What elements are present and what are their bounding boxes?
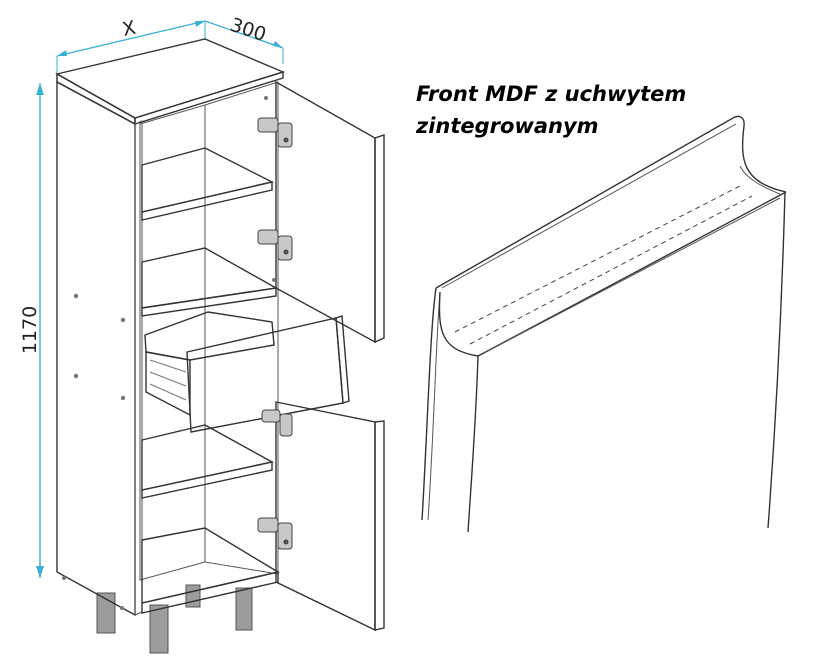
dimension-line-depth — [204, 20, 284, 49]
cabinet-top — [55, 38, 286, 119]
front-caption: Front MDF z uchwytem zintegrowanym — [416, 78, 806, 142]
dimension-label-depth: 300 — [227, 14, 268, 46]
upper-door — [264, 80, 385, 344]
hinge-icon — [257, 517, 293, 550]
cabinet-legs — [96, 584, 253, 654]
dimension-lines — [36, 20, 284, 578]
cabinet-left-side — [56, 80, 136, 617]
door-hinges — [257, 117, 293, 550]
dimension-line-width — [56, 20, 206, 57]
caption-line-2: zintegrowanym — [416, 114, 599, 138]
lower-door — [275, 401, 385, 632]
cabinet-back — [139, 104, 206, 581]
caption-line-1: Front MDF z uchwytem — [416, 82, 687, 106]
hinge-icon — [261, 409, 293, 437]
hinge-icon — [257, 229, 293, 261]
mdf-front-handle-detail — [421, 115, 787, 533]
dimension-label-width: X — [120, 17, 137, 41]
cabinet-drawer — [144, 311, 350, 433]
cabinet — [55, 38, 385, 654]
hinge-icon — [257, 117, 293, 148]
cabinet-shelves — [141, 147, 280, 614]
dimension-label-height: 1170 — [19, 306, 41, 354]
